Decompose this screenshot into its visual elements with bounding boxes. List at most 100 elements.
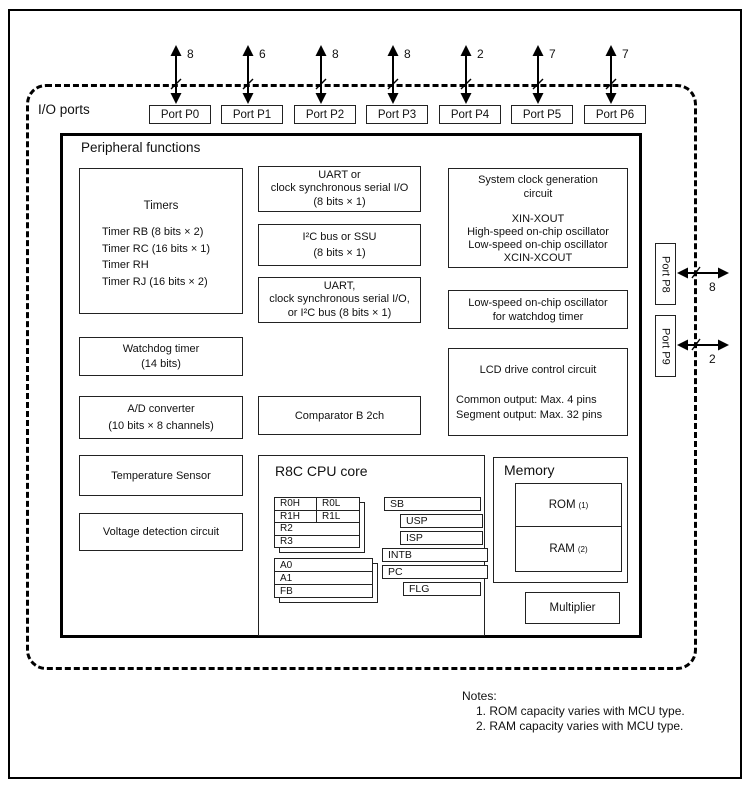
system-clock-line: XCIN-XCOUT — [503, 252, 573, 264]
lowspeed-oscillator-box: Low-speed on-chip oscillator for watchdo… — [448, 290, 628, 329]
ram-label: RAM — [549, 543, 575, 555]
notes-block: Notes: 1. ROM capacity varies with MCU t… — [462, 689, 685, 735]
reg-r3: R3 — [280, 535, 293, 547]
reg-r0l: R0L — [322, 498, 341, 510]
system-clock-line: XIN-XOUT — [511, 213, 565, 225]
port-p1-box: Port P1 — [221, 105, 283, 124]
bus-width-label: 8 — [332, 47, 339, 61]
voltage-detection-box: Voltage detection circuit — [79, 513, 243, 551]
uart1-line: (8 bits × 1) — [313, 195, 366, 208]
bus-width-label: 7 — [622, 47, 629, 61]
lcd-line: Common output: Max. 4 pins — [456, 394, 597, 406]
lcd-line: Segment output: Max. 32 pins — [456, 409, 603, 421]
uart-serial-box: UART or clock synchronous serial I/O (8 … — [258, 166, 421, 212]
chip-boundary-dashed-border — [26, 84, 697, 670]
reg-flg: FLG — [403, 582, 481, 596]
bus-arrow-icon — [677, 338, 729, 351]
figure-border — [8, 9, 742, 779]
cpu-core-box: R8C CPU core R0H R0L R1H R1L R2 R3 A0 A1 F… — [258, 455, 488, 636]
bus-arrow-icon — [242, 45, 254, 104]
timer-line: Timer RH — [102, 259, 149, 271]
port-p9-label: Port P9 — [659, 327, 672, 365]
port-p0-box: Port P0 — [149, 105, 211, 124]
timers-box: Timers Timer RB (8 bits × 2) Timer RC (1… — [79, 168, 243, 314]
bus-width-label: 8 — [404, 47, 411, 61]
rom-box: ROM(1) — [515, 483, 622, 527]
uart2-line: UART, — [323, 279, 356, 292]
temperature-sensor-box: Temperature Sensor — [79, 455, 243, 496]
uart2-line: or I²C bus (8 bits × 1) — [287, 306, 392, 319]
bus-arrow-icon — [170, 45, 182, 104]
reg-pc: PC — [382, 565, 488, 579]
bus-width-label: 8 — [187, 47, 194, 61]
multiplier-label: Multiplier — [549, 602, 596, 614]
port-p5-box: Port P5 — [511, 105, 573, 124]
timer-line: Timer RJ (16 bits × 2) — [102, 275, 208, 288]
reg-intb: INTB — [382, 548, 488, 562]
timer-line: Timer RC (16 bits × 1) — [102, 242, 211, 255]
uart-i2c-box: UART, clock synchronous serial I/O, or I… — [258, 277, 421, 323]
adc-line: A/D converter — [127, 402, 195, 415]
bus-width-label: 2 — [709, 352, 716, 366]
rom-label: ROM — [548, 499, 576, 511]
i2c-line: (8 bits × 1) — [313, 247, 366, 259]
ad-converter-box: A/D converter (10 bits × 8 channels) — [79, 396, 243, 439]
bus-arrow-icon — [387, 45, 399, 104]
bus-arrow-icon — [532, 45, 544, 104]
watchdog-line: Watchdog timer — [122, 342, 200, 355]
note-item: 1. ROM capacity varies with MCU type. — [476, 704, 685, 719]
memory-title: Memory — [504, 462, 555, 478]
lcd-title: LCD drive control circuit — [479, 364, 597, 376]
cpu-core-title: R8C CPU core — [275, 463, 368, 479]
reg-r1l: R1L — [322, 510, 341, 522]
uart2-line: clock synchronous serial I/O, — [269, 293, 410, 306]
system-clock-line: Low-speed on-chip oscillator — [468, 239, 608, 251]
comparator-label: Comparator B 2ch — [294, 409, 385, 422]
temperature-sensor-label: Temperature Sensor — [111, 469, 211, 482]
lowspeed-osc-line: Low-speed on-chip oscillator — [468, 296, 608, 309]
reg-a0: A0 — [280, 559, 293, 571]
timers-title: Timers — [143, 200, 179, 212]
system-clock-title-line: circuit — [523, 187, 553, 200]
register-bank-general: R0H R0L R1H R1L R2 R3 — [274, 497, 365, 553]
uart1-line: UART or — [318, 168, 361, 181]
reg-sb: SB — [384, 497, 481, 511]
reg-r0h: R0H — [275, 498, 317, 510]
port-p2-box: Port P2 — [294, 105, 356, 124]
port-p8-box: Port P8 — [655, 243, 676, 305]
uart1-line: clock synchronous serial I/O — [270, 182, 409, 195]
bus-width-label: 8 — [709, 280, 716, 294]
lowspeed-osc-line: for watchdog timer — [492, 310, 584, 323]
voltage-detection-label: Voltage detection circuit — [102, 526, 220, 538]
bus-width-label: 6 — [259, 47, 266, 61]
port-p8-label: Port P8 — [659, 255, 672, 293]
port-p3-box: Port P3 — [366, 105, 428, 124]
register-bank-address: A0 A1 FB — [274, 558, 378, 603]
reg-usp: USP — [400, 514, 483, 528]
bus-arrow-icon — [677, 266, 729, 279]
port-p4-box: Port P4 — [439, 105, 501, 124]
comparator-box: Comparator B 2ch — [258, 396, 421, 435]
i2c-line: I²C bus or SSU — [302, 231, 377, 243]
bus-width-label: 7 — [549, 47, 556, 61]
reg-r2: R2 — [280, 523, 293, 535]
multiplier-box: Multiplier — [525, 592, 620, 624]
i2c-ssu-box: I²C bus or SSU (8 bits × 1) — [258, 224, 421, 266]
lcd-control-box: LCD drive control circuit Common output:… — [448, 348, 628, 436]
system-clock-line: High-speed on-chip oscillator — [467, 226, 609, 238]
watchdog-line: (14 bits) — [141, 357, 181, 370]
rom-note-ref: (1) — [578, 500, 589, 510]
bus-arrow-icon — [460, 45, 472, 104]
note-item: 2. RAM capacity varies with MCU type. — [476, 719, 684, 734]
memory-box: Memory ROM(1) RAM(2) — [493, 457, 628, 583]
notes-title: Notes: — [462, 689, 497, 703]
bus-arrow-icon — [315, 45, 327, 104]
adc-line: (10 bits × 8 channels) — [108, 419, 214, 432]
system-clock-box: System clock generation circuit XIN-XOUT… — [448, 168, 628, 268]
reg-r1h: R1H — [275, 510, 317, 522]
watchdog-timer-box: Watchdog timer (14 bits) — [79, 337, 243, 376]
port-p6-box: Port P6 — [584, 105, 646, 124]
bus-arrow-icon — [605, 45, 617, 104]
timer-line: Timer RB (8 bits × 2) — [102, 226, 204, 238]
